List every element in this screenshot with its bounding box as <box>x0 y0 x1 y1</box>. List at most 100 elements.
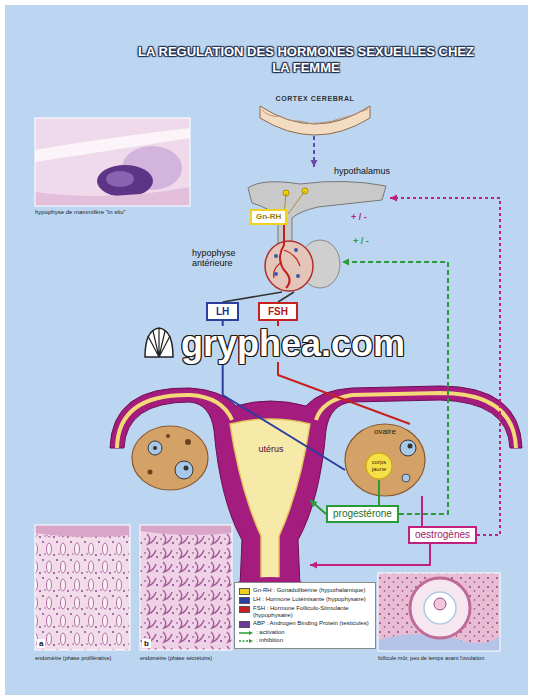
illustration-shape <box>262 109 368 124</box>
illustration-shape <box>35 118 190 206</box>
legend-text: LH : Hormone Lutéinisante (hypophysaire) <box>253 596 366 603</box>
connector <box>422 496 423 526</box>
legend-line-sample <box>239 630 253 636</box>
node-label: oestrogènes <box>415 529 470 541</box>
connector <box>342 259 448 515</box>
legend-text: : activation <box>256 629 285 636</box>
legend-row: LH : Hormone Lutéinisante (hypophysaire) <box>239 596 371 604</box>
illustration-shape <box>230 419 310 584</box>
feedback-sign: + / - <box>350 212 368 222</box>
connector <box>379 480 380 505</box>
arrow-head <box>310 500 318 507</box>
hypothalamus-shape <box>248 181 386 244</box>
legend-arrow-head <box>249 631 253 635</box>
illustration-shape <box>106 171 134 187</box>
illustration-shape <box>166 434 170 438</box>
node-label: FSH <box>268 305 288 318</box>
legend-line <box>239 632 249 634</box>
illustration-shape <box>296 274 300 278</box>
right-ovary <box>345 424 425 496</box>
hormone-box: LH <box>206 302 239 321</box>
connector <box>390 195 500 536</box>
illustration-shape <box>175 461 193 479</box>
node-label: utérus <box>232 444 310 454</box>
illustration-shape <box>294 248 298 252</box>
illustration-shape <box>410 578 470 638</box>
legend-box: Gn-RH : Gonadolibérine (hypothalamique) L… <box>234 582 376 649</box>
legend-text: ABP : Androgen Binding Protein (testicul… <box>253 620 369 627</box>
endometrium-photo <box>35 525 232 650</box>
illustration-shape <box>148 329 170 357</box>
connector-line <box>390 198 500 535</box>
legend-line <box>239 640 249 642</box>
node-label: LH <box>216 305 229 318</box>
legend-text: Gn-RH : Gonadolibérine (hypothalamique) <box>253 587 365 594</box>
panel-letter: b <box>142 639 151 648</box>
legend-swatch <box>239 606 250 613</box>
illustration-shape <box>274 250 300 278</box>
node-label: corps jaune <box>366 459 392 472</box>
connector <box>278 292 294 302</box>
pituitary-photo <box>35 118 190 206</box>
photo-caption: endomètre (phase proliférative) <box>35 655 111 662</box>
illustration-shape <box>145 328 173 357</box>
arrow-head <box>311 160 318 167</box>
legend-text: : inhibition <box>256 637 283 644</box>
connector-line <box>278 292 294 302</box>
illustration-shape <box>140 525 232 650</box>
connector <box>310 544 430 569</box>
legend-text: FSH : Hormone Folliculo-Stimulante (hypo… <box>253 605 371 619</box>
photo-caption: endomètre (phase sécrétoire) <box>140 655 212 662</box>
illustration-shape <box>35 187 190 206</box>
illustration-shape <box>434 598 446 610</box>
illustration-shape <box>35 118 190 206</box>
illustration-shape <box>378 573 500 651</box>
illustration-shape <box>35 525 130 537</box>
illustration-shape <box>132 426 208 490</box>
pituitary-region: hypophyse antérieure <box>190 238 342 292</box>
illustration-shape <box>280 214 290 288</box>
connector-line <box>342 262 448 514</box>
arrow-head <box>342 259 349 266</box>
photo-caption: hypophyse de mammifère "in situ" <box>35 209 126 216</box>
connector <box>311 136 318 167</box>
arrow-head <box>390 195 397 202</box>
watermark: gryphea.com <box>178 326 408 362</box>
illustration-shape <box>260 106 370 135</box>
arrow-head <box>310 562 317 569</box>
illustration-shape <box>35 525 130 650</box>
illustration-shape <box>184 466 189 471</box>
legend-arrow-head <box>249 639 253 643</box>
corpus-luteum: corps jaune <box>360 452 398 480</box>
illustration-shape <box>274 254 278 258</box>
illustration-shape <box>153 446 157 450</box>
feedback-sign: + / - <box>352 236 370 246</box>
diagram-title: LA REGULATION DES HORMONES SEXUELLES CHE… <box>130 44 482 76</box>
illustration-shape <box>408 444 413 449</box>
connector-line <box>223 292 282 302</box>
hormone-box: FSH <box>258 302 298 321</box>
hormone-box: progestérone <box>326 505 399 523</box>
node-label: ovaire <box>345 427 425 436</box>
legend-row: FSH : Hormone Folliculo-Stimulante (hypo… <box>239 605 371 619</box>
illustration-shape <box>274 272 278 276</box>
connector-line <box>378 480 380 505</box>
legend-row: : activation <box>239 629 371 636</box>
pituitary-shape <box>265 214 340 291</box>
node-label: hypophyse antérieure <box>192 248 254 268</box>
node-label: CORTEX CEREBRAL <box>258 94 372 103</box>
connector-line <box>310 544 430 565</box>
hormone-box: oestrogènes <box>408 526 477 544</box>
illustration-shape <box>140 525 232 650</box>
left-ovary <box>132 426 208 490</box>
panel-letter: a <box>37 639 45 648</box>
illustration-shape <box>378 573 500 651</box>
panel-ground <box>5 5 528 695</box>
illustration-shape <box>185 439 191 445</box>
connector <box>310 500 326 514</box>
illustration-shape <box>400 440 416 456</box>
connector-line <box>310 500 326 514</box>
uterus-region: utérus <box>232 440 310 575</box>
cerebral-cortex <box>260 106 370 135</box>
